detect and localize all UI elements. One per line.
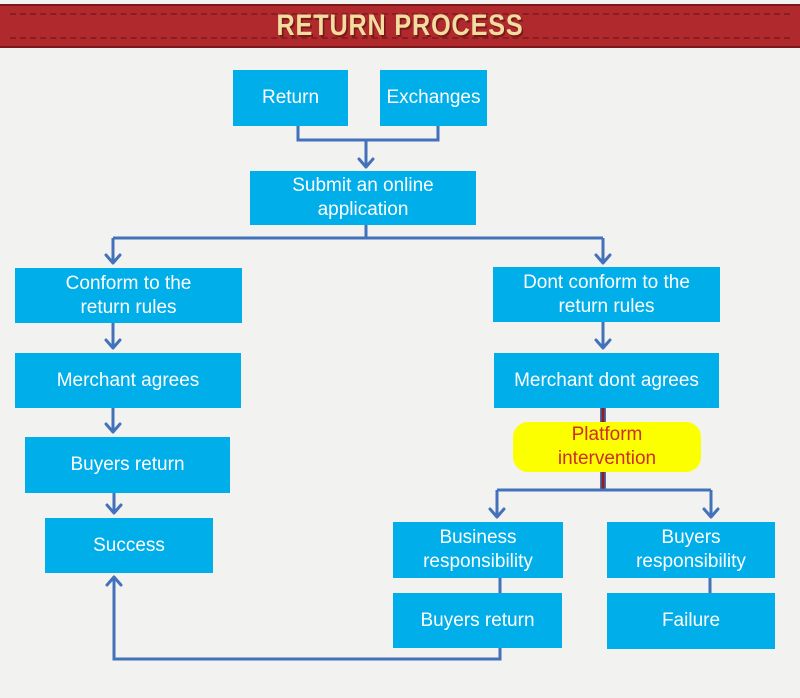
node-business-responsibility-label: Business responsibility <box>423 527 533 572</box>
connector-arrowhead <box>357 157 375 169</box>
connector-arrowhead <box>594 253 612 265</box>
header-banner: RETURN PROCESS <box>0 4 800 48</box>
connector-platform-split <box>488 488 720 519</box>
connector-arrowhead <box>105 503 123 515</box>
node-submit-application: Submit an online application <box>250 171 476 225</box>
connector-right-chain <box>594 322 612 350</box>
node-platform-intervention-label: Platform intervention <box>557 424 657 469</box>
node-return-label: Return <box>261 87 320 109</box>
node-success: Success <box>45 518 213 573</box>
connector-left-chain <box>104 323 123 515</box>
node-buyers-responsibility-label: Buyers responsibility <box>636 527 746 572</box>
connector-responsibility-links <box>498 578 712 594</box>
node-submit-application-label: Submit an online application <box>292 175 434 220</box>
node-exchanges: Exchanges <box>380 70 487 126</box>
node-dont-conform-rules-label: Dont conform to the return rules <box>523 271 690 317</box>
banner-stitch-bottom <box>10 37 790 39</box>
node-buyers-return-right-label: Buyers return <box>420 609 535 631</box>
connector-arrowhead <box>594 338 612 350</box>
connector-return-exchanges-merge <box>296 126 440 169</box>
connector-line <box>112 578 502 661</box>
node-dont-conform-rules: Dont conform to the return rules <box>493 267 720 322</box>
node-buyers-return-left: Buyers return <box>25 437 230 493</box>
banner-stitch-top <box>10 13 790 15</box>
node-failure: Failure <box>607 593 775 649</box>
node-buyers-return-left-label: Buyers return <box>70 454 185 476</box>
node-exchanges-label: Exchanges <box>386 87 481 109</box>
node-merchant-agrees-label: Merchant agrees <box>56 369 200 391</box>
node-buyers-responsibility: Buyers responsibility <box>607 522 775 578</box>
node-business-responsibility: Business responsibility <box>393 522 563 578</box>
connector-submit-branch <box>104 225 612 265</box>
node-merchant-dont-agrees-label: Merchant dont agrees <box>514 369 699 391</box>
node-success-label: Success <box>93 534 165 556</box>
connector-arrowhead <box>104 422 122 434</box>
connector-arrowhead <box>104 253 122 265</box>
node-merchant-dont-agrees: Merchant dont agrees <box>494 353 719 408</box>
node-return: Return <box>233 70 348 126</box>
page-title: RETURN PROCESS <box>276 9 524 42</box>
connector-arrowhead <box>105 575 123 587</box>
node-conform-rules: Conform to the return rules <box>15 268 242 323</box>
node-buyers-return-right: Buyers return <box>393 593 562 648</box>
connector-line <box>296 126 440 142</box>
connector-feedback-loop <box>105 575 502 661</box>
node-merchant-agrees: Merchant agrees <box>15 353 241 408</box>
connector-arrowhead <box>702 507 720 519</box>
node-platform-intervention: Platform intervention <box>513 422 701 472</box>
node-failure-label: Failure <box>661 610 721 632</box>
connector-arrowhead <box>488 507 506 519</box>
node-conform-rules-label: Conform to the return rules <box>65 272 192 318</box>
connector-arrowhead <box>104 338 122 350</box>
